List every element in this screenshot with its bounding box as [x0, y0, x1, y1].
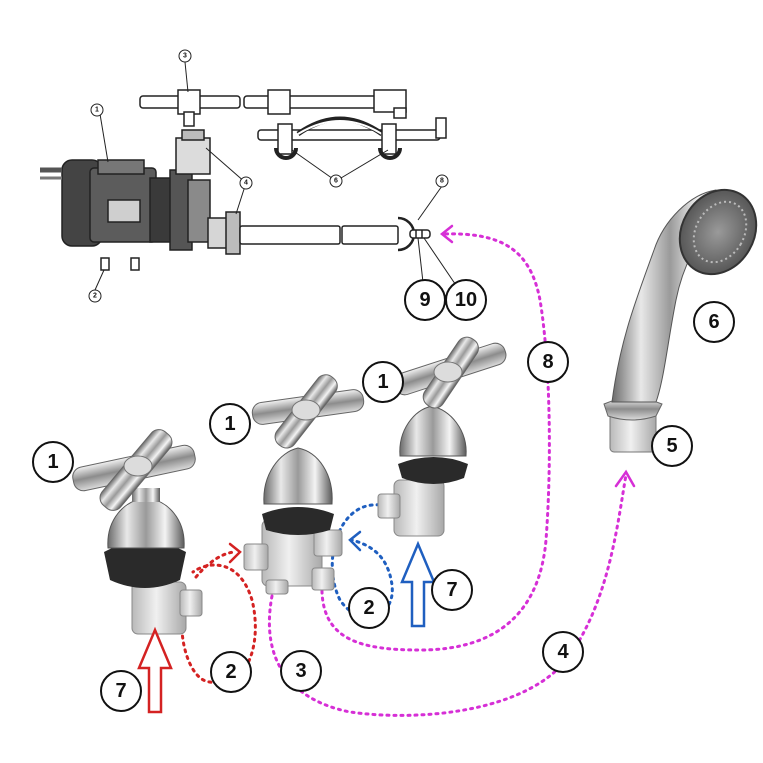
- schematic-top-pipe: [139, 89, 407, 127]
- svg-text:3: 3: [295, 660, 306, 682]
- schematic-pump-assembly: 3 1 4 6 8 2 9 10: [40, 49, 487, 321]
- callout-hot-link: 2: [210, 651, 252, 693]
- callout-hose-to-shower: 4: [542, 631, 584, 673]
- schematic-callout-2: 2: [88, 289, 102, 303]
- svg-text:3: 3: [183, 53, 187, 60]
- svg-text:4: 4: [244, 180, 248, 187]
- svg-text:6: 6: [334, 178, 338, 185]
- schematic-bracket-bar: [257, 116, 447, 160]
- hose-to-pump-path: [320, 232, 551, 652]
- callout-outlet-hose: 3: [280, 650, 322, 692]
- cold-inlet-arrow: [400, 540, 436, 628]
- cross-handle-valve-icon: [251, 374, 365, 449]
- svg-text:4: 4: [557, 641, 569, 663]
- valve-center: [243, 374, 365, 595]
- callout-handle-left: 1: [32, 441, 74, 483]
- svg-text:2: 2: [93, 293, 97, 300]
- hand-shower-icon: [603, 188, 758, 453]
- svg-text:2: 2: [225, 661, 236, 683]
- svg-text:7: 7: [115, 680, 126, 702]
- cross-handle-valve-icon: [393, 336, 507, 409]
- svg-text:10: 10: [455, 289, 477, 311]
- schematic-callout-8: 8: [435, 174, 449, 188]
- svg-text:1: 1: [377, 371, 388, 393]
- svg-text:5: 5: [666, 435, 677, 457]
- schematic-callout-1: 1: [90, 103, 104, 117]
- schematic-callout-9: 9: [404, 279, 446, 321]
- schematic-callout-6: 6: [329, 174, 343, 188]
- callout-handle-center: 1: [209, 403, 251, 445]
- callout-cold-link: 2: [348, 587, 390, 629]
- callout-cold-inlet: 7: [431, 569, 473, 611]
- valve-right: [377, 336, 507, 537]
- svg-text:2: 2: [363, 597, 374, 619]
- svg-text:9: 9: [419, 289, 430, 311]
- schematic-air-pipe: [239, 216, 431, 252]
- valve-left: [72, 429, 203, 635]
- svg-text:8: 8: [440, 178, 444, 185]
- cross-handle-valve-icon: [72, 429, 196, 511]
- inlet-arrow-icon: [137, 540, 436, 714]
- svg-text:6: 6: [708, 311, 719, 333]
- svg-text:7: 7: [446, 579, 457, 601]
- svg-text:1: 1: [47, 451, 58, 473]
- svg-text:1: 1: [224, 413, 235, 435]
- callout-hose-to-pump: 8: [527, 341, 569, 383]
- schematic-callout-10: 10: [445, 279, 487, 321]
- flow-arrowheads: [228, 224, 636, 564]
- svg-text:8: 8: [542, 351, 553, 373]
- callout-handle-right: 1: [362, 361, 404, 403]
- callout-shower-connector: 5: [651, 425, 693, 467]
- callout-shower-head: 6: [693, 301, 735, 343]
- hot-inlet-arrow: [137, 626, 173, 714]
- schematic-callout-3: 3: [178, 49, 192, 63]
- callout-hot-inlet: 7: [100, 670, 142, 712]
- pump-motor-icon: [40, 129, 241, 255]
- schematic-callout-4: 4: [239, 176, 253, 190]
- schematic-feet: [100, 257, 140, 271]
- svg-text:1: 1: [95, 107, 99, 114]
